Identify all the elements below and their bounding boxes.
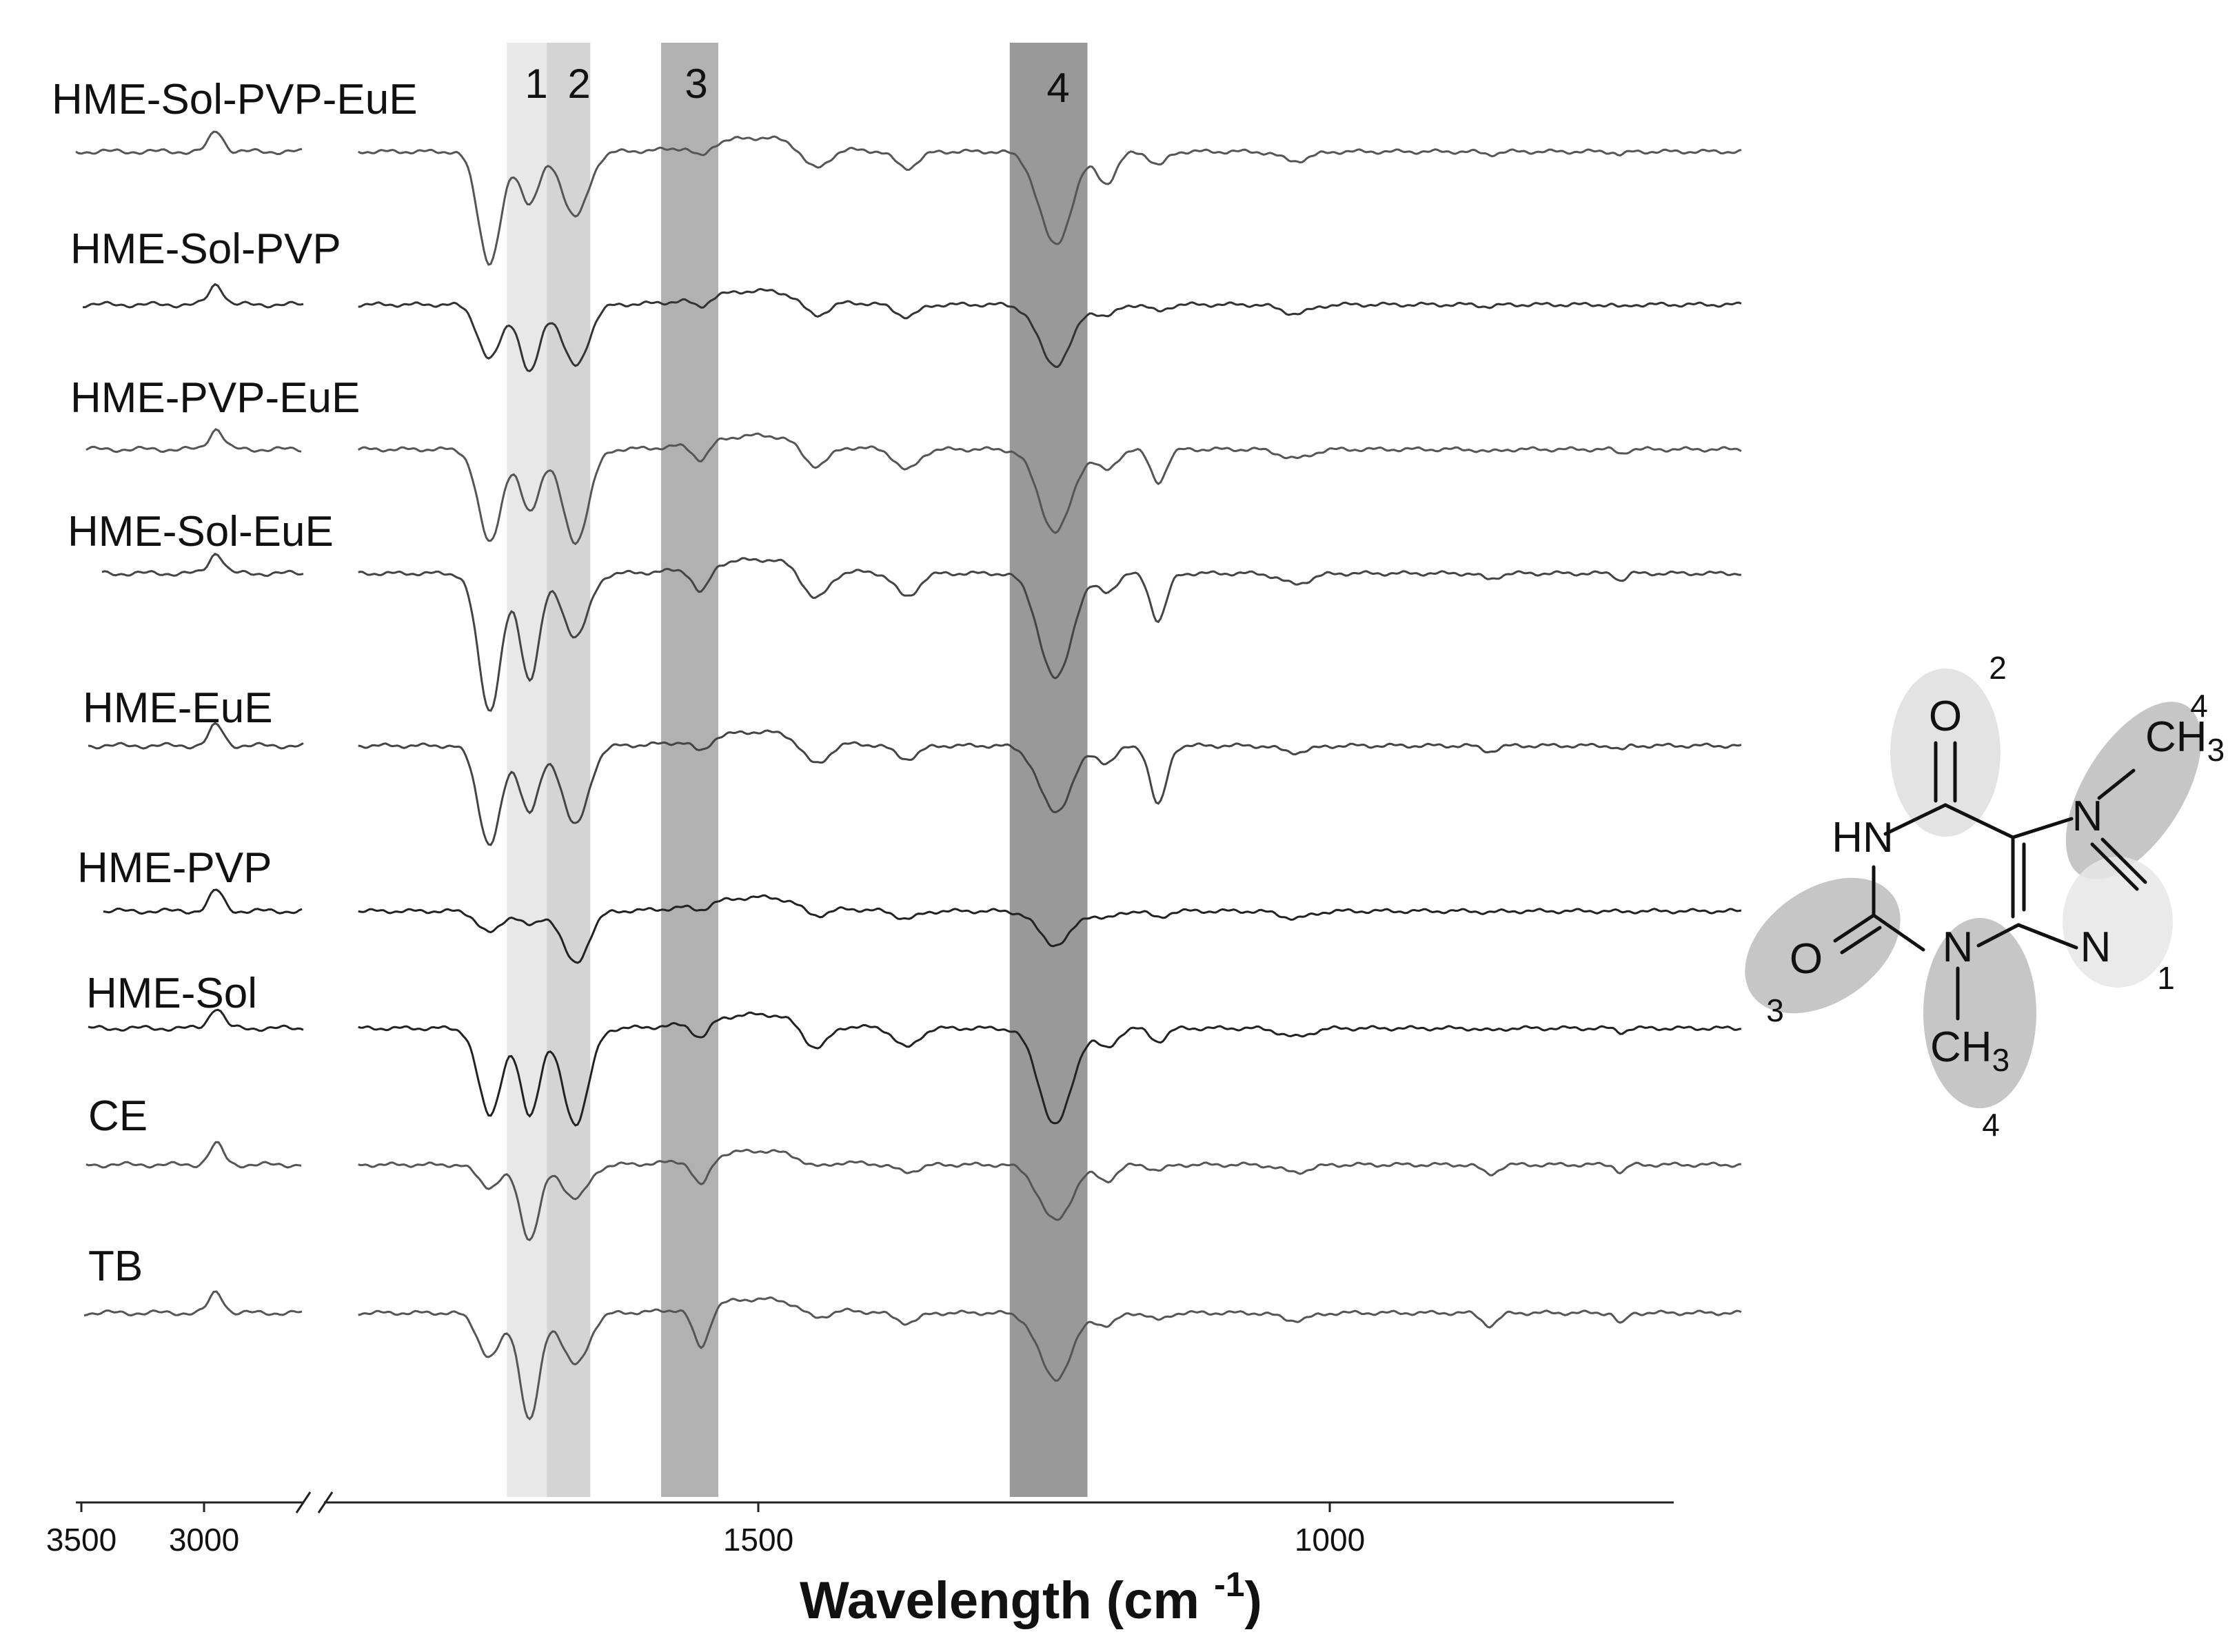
- spectra-traces: [75, 130, 1742, 1421]
- highlight-group-3: [1745, 877, 1901, 1014]
- band-4: [1009, 43, 1088, 1497]
- atom-ch3-bottom: CH3: [1930, 1023, 2009, 1078]
- spectrum-hme-sol-pvp-left: [82, 283, 304, 309]
- bond-lines: [1833, 741, 2147, 1021]
- group-label-2: 2: [1989, 650, 2007, 686]
- group-label-4-top: 4: [2190, 688, 2208, 724]
- atom-hn: HN: [1832, 814, 1894, 861]
- x-axis-title: Wavelength (cm -1): [800, 1565, 1262, 1630]
- spectrum-hme-sol-pvp-right: [358, 287, 1742, 373]
- spectrum-hme-eue-right: [358, 729, 1742, 846]
- spectrum-hme-pvp-left: [103, 888, 303, 915]
- x-tick-label-1000: 1000: [1295, 1522, 1365, 1558]
- spectrum-hme-pvp-eue-left: [85, 427, 302, 453]
- spectrum-hme-eue-left: [88, 722, 304, 750]
- atom-n3: N: [1943, 924, 1974, 971]
- band-labels: 1 2 3 4: [525, 61, 1069, 111]
- band-label-4: 4: [1046, 65, 1069, 111]
- series-label-hme-sol-pvp: HME-Sol-PVP: [70, 225, 341, 273]
- axis-break-mark-2: [317, 1491, 334, 1513]
- series-label-hme-pvp-eue: HME-PVP-EuE: [70, 374, 360, 422]
- series-label-hme-sol-pvp-eue: HME-Sol-PVP-EuE: [52, 76, 418, 123]
- series-labels: HME-Sol-PVP-EuE HME-Sol-PVP HME-PVP-EuE …: [52, 76, 418, 1290]
- series-label-tb: TB: [88, 1243, 143, 1290]
- spectrum-hme-sol-eue-right: [358, 557, 1741, 712]
- series-label-hme-eue: HME-EuE: [83, 684, 273, 732]
- spectrum-hme-sol-right: [358, 1011, 1742, 1127]
- spectrum-ce-left: [85, 1141, 302, 1169]
- x-tick-label-3500: 3500: [46, 1522, 117, 1558]
- band-1: [507, 43, 547, 1497]
- highlight-group-4-top: [2065, 702, 2202, 879]
- spectrum-ce-right: [358, 1148, 1741, 1242]
- group-label-1: 1: [2157, 960, 2175, 996]
- spectrum-hme-sol-eue-left: [101, 552, 304, 578]
- x-tick-label-3000: 3000: [169, 1522, 239, 1558]
- x-tick-label-1500: 1500: [723, 1522, 793, 1558]
- series-label-hme-sol-eue: HME-Sol-EuE: [68, 508, 334, 555]
- atom-o-top: O: [1929, 693, 1962, 740]
- spectrum-hme-sol-pvp-eue-left: [75, 130, 303, 156]
- atom-n9: N: [2080, 924, 2111, 971]
- highlight-group-4-bottom: [1923, 918, 2036, 1108]
- highlight-group-1: [2063, 857, 2173, 988]
- group-label-3: 3: [1766, 992, 1784, 1028]
- atom-n7: N: [2072, 793, 2103, 840]
- spectrum-hme-pvp-eue-right: [357, 432, 1742, 546]
- highlight-bands: [507, 43, 1088, 1497]
- group-label-4-bottom: 4: [1982, 1107, 2000, 1143]
- spectrum-tb-right: [358, 1296, 1742, 1421]
- spectrum-tb-left: [83, 1290, 303, 1317]
- axis-break-mark-1: [295, 1491, 312, 1513]
- band-label-3: 3: [685, 61, 707, 107]
- atom-o-left: O: [1790, 935, 1823, 983]
- spectrum-hme-sol-left: [88, 1008, 304, 1032]
- band-label-1: 1: [525, 61, 547, 107]
- theobromine-structure: O HN N CH3 N O N CH3 2 4 1 3 4: [1745, 650, 2225, 1143]
- spectrum-hme-sol-pvp-eue-right: [357, 135, 1742, 266]
- spectrum-hme-pvp-right: [358, 894, 1742, 964]
- series-label-hme-sol: HME-Sol: [86, 970, 257, 1017]
- band-3: [661, 43, 718, 1497]
- series-label-hme-pvp: HME-PVP: [77, 844, 272, 892]
- highlight-group-2: [1890, 669, 2001, 837]
- atom-ch3-top: CH3: [2145, 713, 2225, 768]
- x-axis: 3500 3000 1500 1000 Wavelength (cm -1): [46, 1491, 1674, 1630]
- series-label-ce: CE: [88, 1092, 148, 1140]
- band-label-2: 2: [567, 61, 590, 107]
